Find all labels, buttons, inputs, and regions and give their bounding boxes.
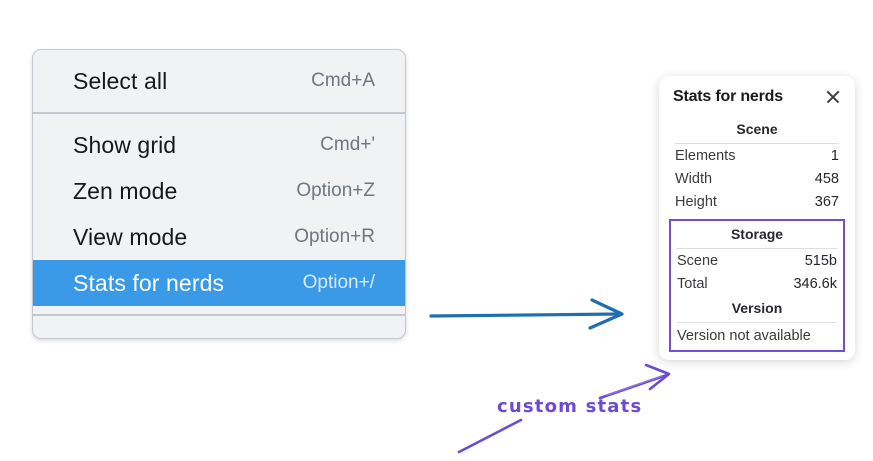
scene-section-heading: Scene	[736, 121, 778, 137]
menu-item-label: Zen mode	[73, 177, 178, 204]
divider	[677, 322, 837, 323]
scene-section: Scene Elements 1 Width 458 Height 367	[673, 116, 841, 213]
context-menu[interactable]: Select all Cmd+A Show grid Cmd+' Zen mod…	[32, 49, 406, 339]
menu-item-shortcut: Option+R	[294, 226, 375, 247]
stats-for-nerds-panel: Stats for nerds Scene Elements 1 Width 4…	[659, 76, 855, 360]
storage-section-heading: Storage	[730, 226, 784, 242]
pointer-arrow-to-version-icon	[598, 363, 671, 400]
stat-row: Total 346.6k	[675, 272, 839, 295]
menu-item-label: Show grid	[73, 131, 177, 158]
stat-label: Elements	[675, 148, 736, 164]
menu-item-shortcut: Option+/	[302, 272, 375, 293]
menu-item-label: View mode	[73, 223, 188, 250]
menu-item-zen-mode[interactable]: Zen mode Option+Z	[33, 168, 405, 214]
stat-label: Width	[675, 171, 713, 187]
close-icon[interactable]	[825, 89, 841, 105]
divider	[675, 143, 839, 144]
stat-value: 1	[830, 148, 839, 164]
custom-stats-annotation-label: custom stats	[497, 396, 643, 417]
stat-value: 367	[814, 194, 839, 210]
menu-footer-spacer	[33, 314, 405, 338]
version-section-heading: Version	[731, 300, 783, 316]
stats-panel-titlebar: Stats for nerds	[673, 88, 841, 106]
menu-item-label: Select all	[73, 67, 168, 94]
menu-item-label: Stats for nerds	[73, 269, 225, 296]
stat-value: 515b	[804, 253, 837, 269]
stat-value: 458	[814, 171, 839, 187]
stat-label: Scene	[677, 253, 719, 269]
menu-item-stats-for-nerds[interactable]: Stats for nerds Option+/	[33, 260, 405, 306]
storage-section: Storage Scene 515b Total 346.6k	[675, 221, 839, 295]
divider	[677, 248, 837, 249]
menu-item-view-mode[interactable]: View mode Option+R	[33, 214, 405, 260]
stat-row: Elements 1	[673, 144, 841, 167]
custom-stats-highlight-box: Storage Scene 515b Total 346.6k Version …	[669, 219, 845, 352]
flow-arrow-icon	[429, 298, 624, 330]
stat-row: Scene 515b	[675, 249, 839, 272]
panel-title: Stats for nerds	[673, 88, 783, 105]
menu-section-primary: Select all Cmd+A	[33, 50, 405, 112]
version-section: Version Version not available	[675, 295, 839, 346]
version-value: Version not available	[677, 328, 811, 344]
stat-row: Width 458	[673, 167, 841, 190]
pointer-stroke-icon	[457, 418, 523, 454]
stat-row: Height 367	[673, 190, 841, 213]
stat-label: Height	[675, 194, 717, 210]
menu-item-select-all[interactable]: Select all Cmd+A	[33, 58, 405, 104]
stat-label: Total	[677, 276, 708, 292]
stat-value: 346.6k	[793, 276, 837, 292]
menu-item-shortcut: Cmd+'	[320, 134, 375, 155]
menu-section-view: Show grid Cmd+' Zen mode Option+Z View m…	[33, 112, 405, 314]
menu-item-shortcut: Cmd+A	[311, 70, 375, 91]
menu-item-show-grid[interactable]: Show grid Cmd+'	[33, 122, 405, 168]
menu-item-shortcut: Option+Z	[296, 180, 375, 201]
